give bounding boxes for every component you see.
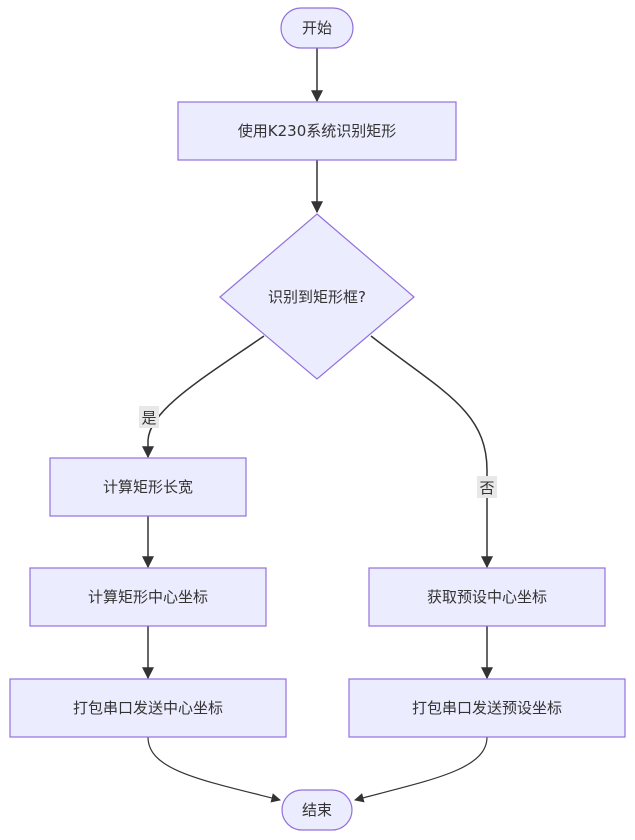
edge-label-no: 否 — [477, 476, 497, 498]
node-decision-label: 识别到矩形框? — [268, 288, 366, 306]
edges — [142, 48, 493, 803]
node-identify[interactable]: 使用K230系统识别矩形 — [177, 101, 457, 161]
node-decision[interactable]: 识别到矩形框? — [219, 213, 415, 380]
node-calc-size-label: 计算矩形长宽 — [103, 478, 193, 496]
edge-label-yes: 是 — [139, 406, 159, 428]
node-calc-size[interactable]: 计算矩形长宽 — [49, 457, 247, 517]
edge-send-preset-end — [354, 736, 488, 803]
edge-send-center-end — [147, 736, 281, 803]
node-start[interactable]: 开始 — [280, 7, 354, 49]
node-send-center-label: 打包串口发送中心坐标 — [73, 699, 223, 717]
node-calc-center[interactable]: 计算矩形中心坐标 — [29, 567, 267, 627]
node-start-label: 开始 — [302, 19, 332, 37]
edge-label-yes-text: 是 — [141, 409, 156, 427]
edge-label-no-text: 否 — [479, 479, 494, 497]
node-send-preset-label: 打包串口发送预设坐标 — [412, 699, 562, 717]
edge-decision-calc-size — [142, 335, 265, 459]
node-get-preset-label: 获取预设中心坐标 — [427, 588, 547, 606]
edge-decision-get-preset — [370, 335, 493, 569]
node-end[interactable]: 结束 — [281, 789, 353, 831]
node-calc-center-label: 计算矩形中心坐标 — [88, 588, 208, 606]
node-identify-label: 使用K230系统识别矩形 — [238, 122, 396, 140]
node-send-center[interactable]: 打包串口发送中心坐标 — [9, 678, 287, 738]
node-send-preset[interactable]: 打包串口发送预设坐标 — [348, 678, 626, 738]
node-get-preset[interactable]: 获取预设中心坐标 — [368, 567, 606, 627]
node-end-label: 结束 — [302, 801, 332, 819]
